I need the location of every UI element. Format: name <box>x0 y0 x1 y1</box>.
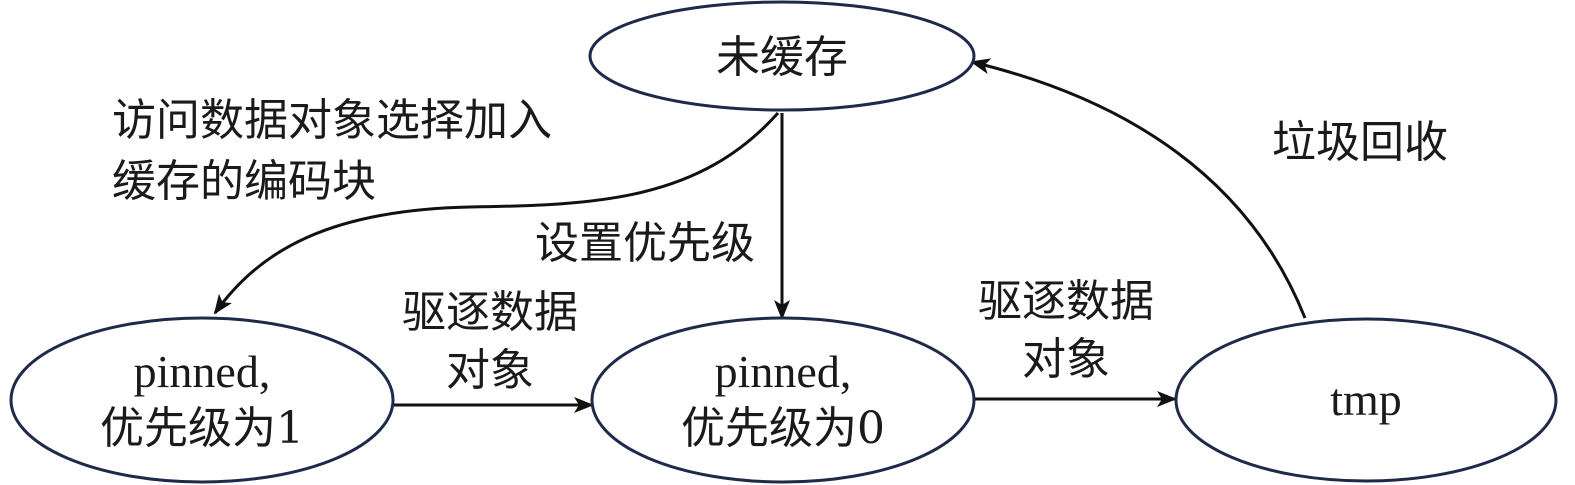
edge-access <box>213 111 780 315</box>
edge-access-label-1: 访问数据对象选择加入 <box>112 95 552 146</box>
node-pinned0-line2: 优先级为0 <box>681 403 885 454</box>
node-pinned-priority-1: pinned, 优先级为1 <box>9 316 395 484</box>
node-tmp-label: tmp <box>1330 374 1402 425</box>
node-pinned1-line2: 优先级为1 <box>100 403 304 454</box>
node-uncached-label: 未缓存 <box>716 32 848 83</box>
node-tmp: tmp <box>1174 317 1558 483</box>
edge-evict2-label-2: 对象 <box>1022 334 1110 385</box>
edge-evict1-label-2: 对象 <box>446 345 534 396</box>
node-uncached: 未缓存 <box>588 0 976 112</box>
edge-gc <box>970 58 1307 319</box>
edge-set-priority-label: 设置优先级 <box>535 218 755 269</box>
edge-evict2-label-1: 驱逐数据 <box>978 276 1154 327</box>
edge-evict1-label-1: 驱逐数据 <box>402 287 578 338</box>
node-pinned-priority-0: pinned, 优先级为0 <box>590 316 976 484</box>
node-pinned0-line1: pinned, <box>715 346 852 397</box>
edge-gc-label: 垃圾回收 <box>1272 117 1448 168</box>
node-pinned1-line1: pinned, <box>134 346 271 397</box>
edge-access-label-2: 缓存的编码块 <box>112 156 376 207</box>
